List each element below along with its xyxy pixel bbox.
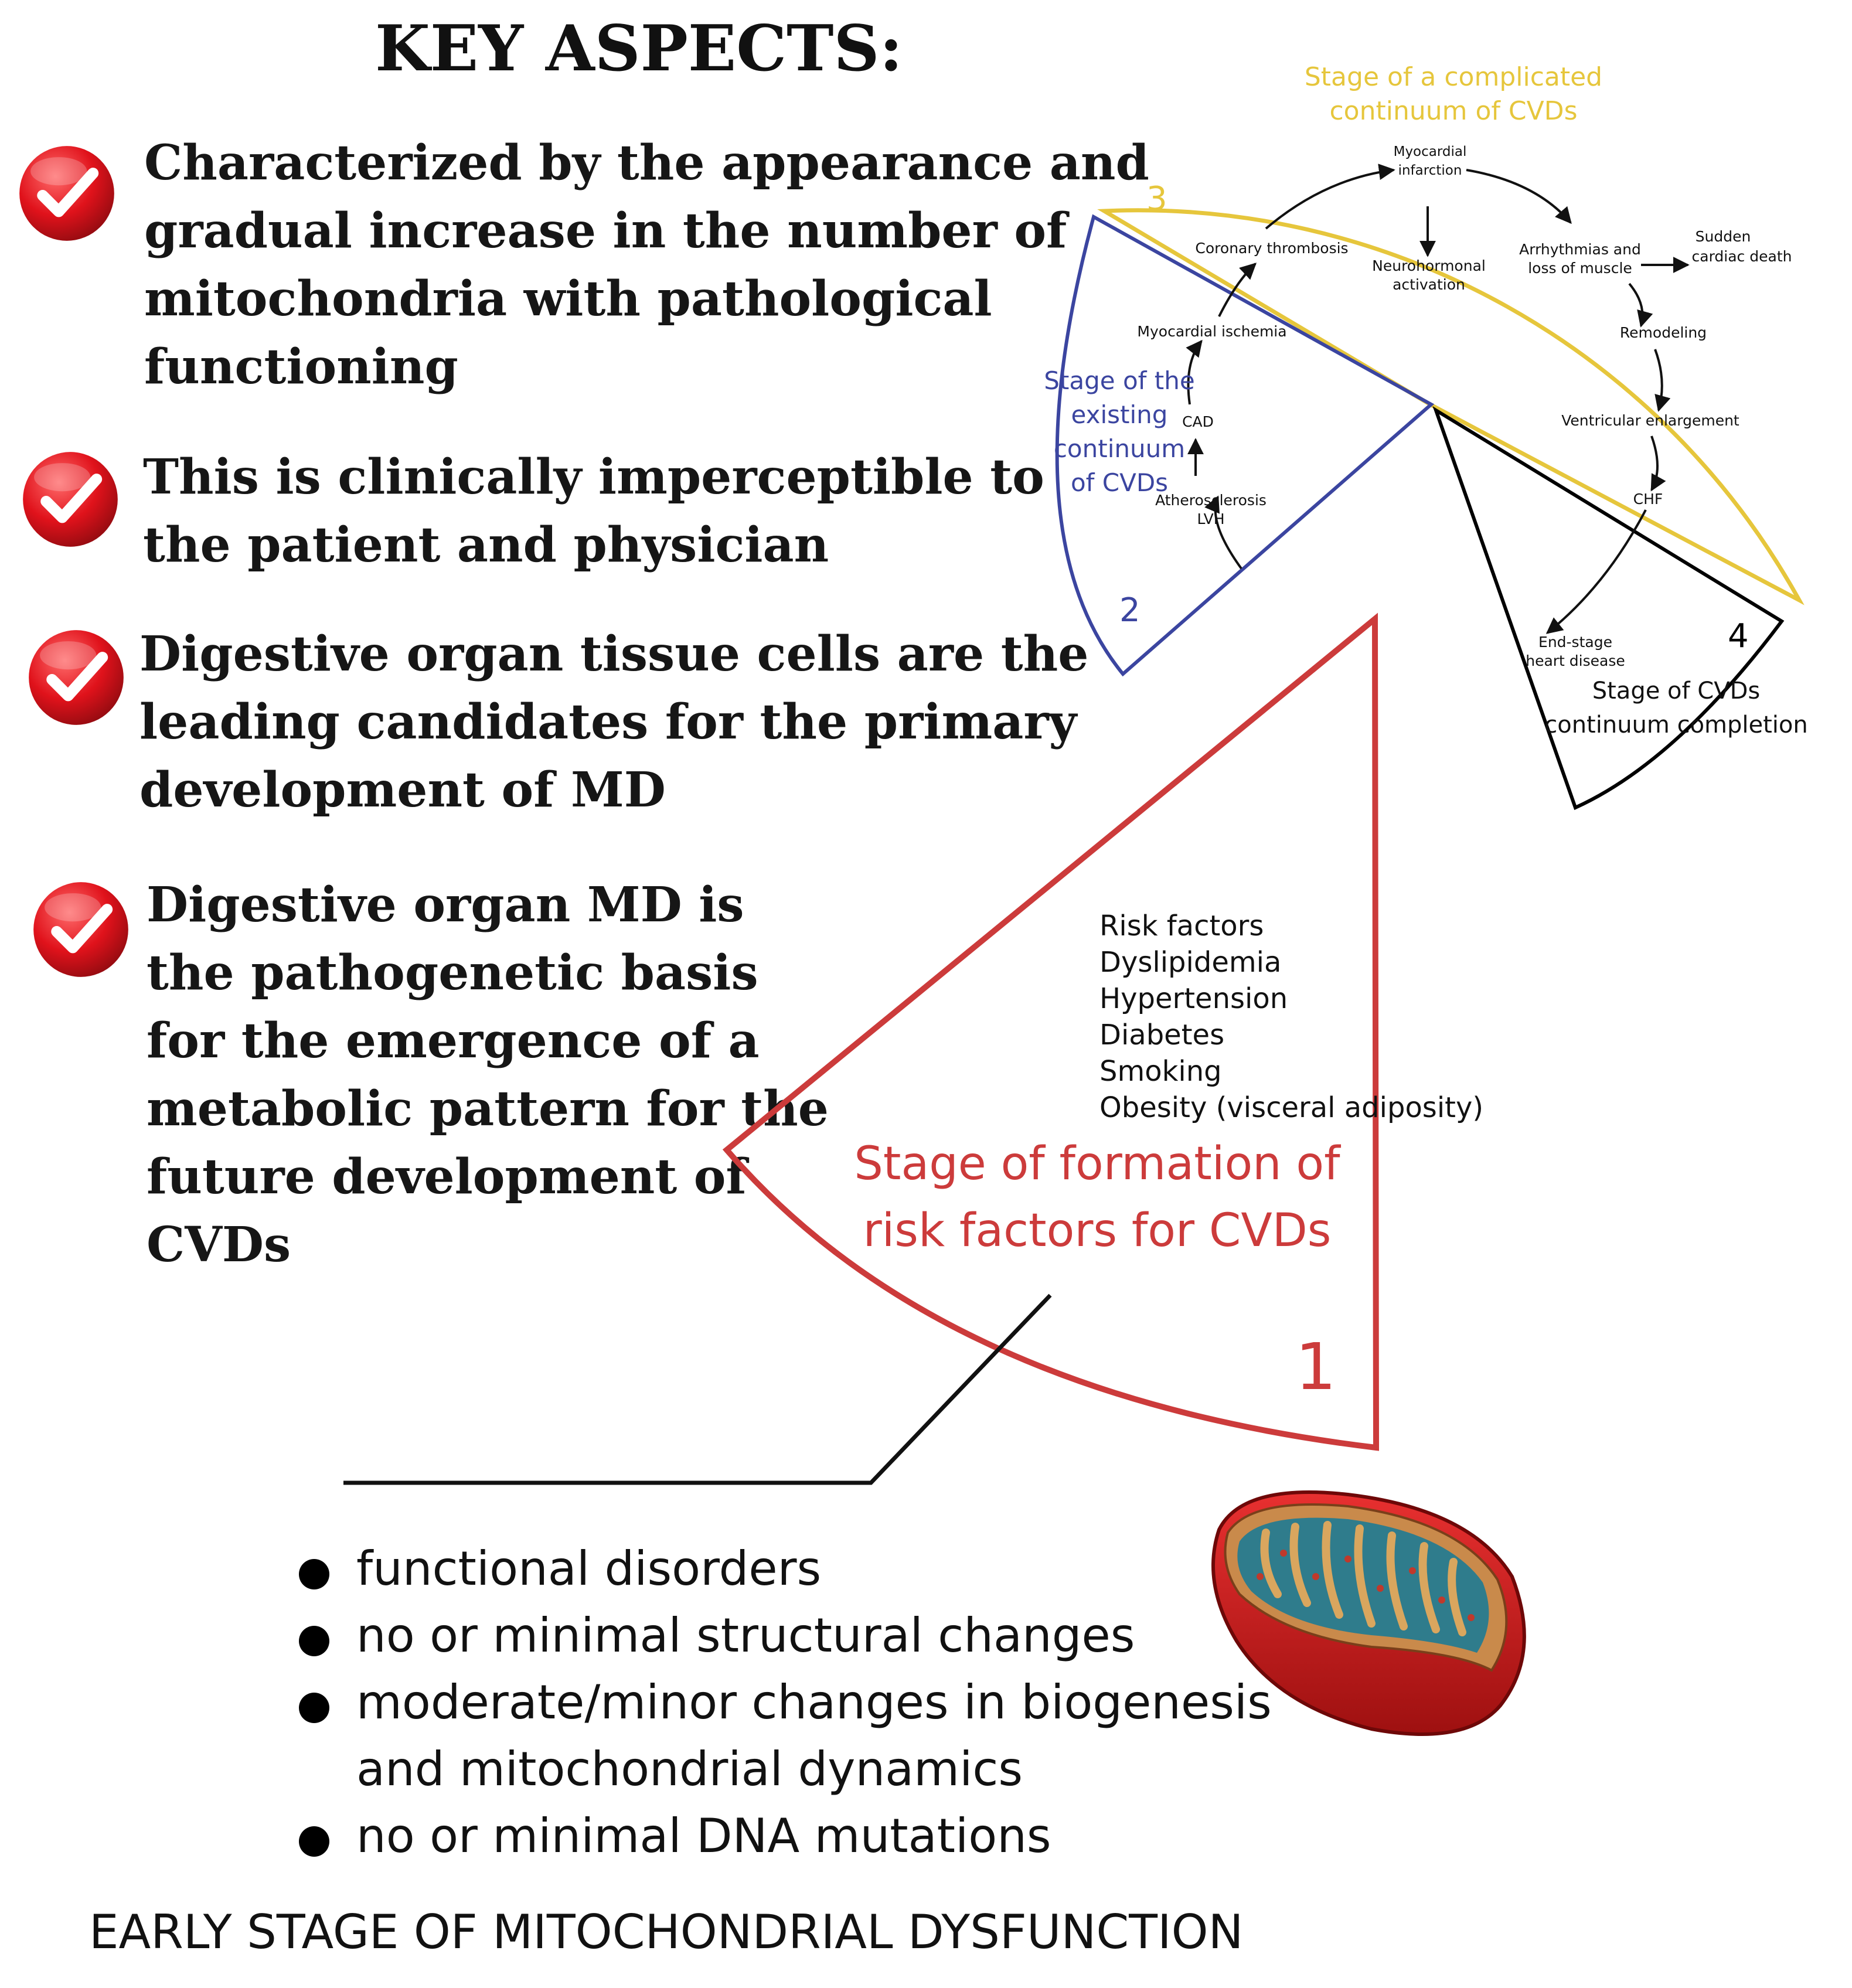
stage1-sector: [722, 612, 1380, 1451]
node-remodeling: Remodeling: [1620, 324, 1707, 341]
aspect-line: leading candidates for the primary: [139, 694, 1077, 750]
node-sudden-cardiac-death: Sudden: [1696, 228, 1751, 245]
stage1-number: 1: [1295, 1329, 1336, 1404]
key-aspect: This is clinically imperceptible to the …: [143, 443, 1044, 579]
feature-item: functional disorders: [293, 1536, 1272, 1602]
check-circle-icon: [29, 630, 124, 725]
node-neurohormonal-activation: activation: [1393, 276, 1465, 293]
aspect-line: the pathogenetic basis: [147, 945, 758, 1001]
feature-item: moderate/minor changes in biogenesis: [293, 1669, 1272, 1736]
aspect-line: gradual increase in the number of: [144, 203, 1067, 259]
node-atherosclerosis: LVH: [1197, 510, 1224, 527]
bullet-icon: [299, 1626, 329, 1656]
node-cad: CAD: [1182, 413, 1214, 430]
feature-item: no or minimal DNA mutations: [293, 1803, 1272, 1870]
node-atherosclerosis: Atherosclerosis: [1155, 492, 1267, 509]
bullet-icon: [299, 1826, 329, 1857]
stage3-sector: [1097, 208, 1805, 605]
key-aspect: Digestive organ MD is the pathogenetic b…: [147, 871, 829, 1279]
feature-item: no or minimal structural changes: [293, 1602, 1272, 1669]
node-myocardial-infarction: Myocardial: [1394, 144, 1467, 159]
key-aspect: Digestive organ tissue cells are the lea…: [139, 620, 1088, 824]
node-end-stage-heart-disease: heart disease: [1526, 652, 1625, 669]
stage3-number: 3: [1146, 180, 1167, 218]
aspect-line: Digestive organ tissue cells are the: [139, 626, 1089, 682]
node-sudden-cardiac-death: cardiac death: [1692, 248, 1792, 265]
risk-factor-item: Obesity (visceral adiposity): [1099, 1091, 1483, 1124]
risk-factor-item: Diabetes: [1099, 1019, 1224, 1051]
risk-factor-item: Dyslipidemia: [1099, 946, 1281, 979]
node-coronary-thrombosis: Coronary thrombosis: [1195, 240, 1348, 257]
stage2-title: continuum: [1054, 434, 1185, 463]
stage2-number: 2: [1119, 591, 1141, 629]
aspect-line: This is clinically imperceptible to: [143, 449, 1044, 505]
stage4-title: continuum completion: [1544, 712, 1808, 738]
aspect-line: future development of: [147, 1149, 747, 1205]
node-ventricular-enlargement: Ventricular enlargement: [1561, 412, 1739, 429]
page-title: KEY ASPECTS:: [375, 12, 903, 86]
stage4-sector: [1432, 406, 1785, 811]
risk-factor-label: Risk factors: [1099, 910, 1264, 942]
stage4-title: Stage of CVDs: [1592, 678, 1761, 704]
risk-factor-item: Smoking: [1099, 1055, 1222, 1088]
node-arrhythmias: Arrhythmias and: [1519, 241, 1641, 258]
node-chf: CHF: [1633, 491, 1663, 508]
aspect-line: Digestive organ MD is: [147, 877, 744, 933]
mitochondrion-icon: [1211, 1490, 1526, 1736]
aspect-line: Characterized by the appearance and: [144, 135, 1149, 191]
check-circle-icon: [33, 882, 128, 977]
node-end-stage-heart-disease: End-stage: [1538, 634, 1612, 651]
node-arrhythmias: loss of muscle: [1528, 260, 1632, 277]
stage2-title: Stage of the: [1044, 366, 1194, 395]
stage4-number: 4: [1728, 617, 1749, 655]
node-neurohormonal-activation: Neurohormonal: [1372, 257, 1486, 274]
callout-line: [343, 1293, 1052, 1485]
stage1-title: Stage of formation of: [854, 1138, 1341, 1190]
stage2-sector: [1055, 214, 1435, 677]
check-circle-icon: [19, 146, 114, 241]
aspect-line: functioning: [144, 339, 458, 395]
aspect-line: CVDs: [147, 1217, 291, 1273]
aspect-line: development of MD: [139, 762, 666, 818]
aspect-line: metabolic pattern for the: [147, 1081, 829, 1137]
aspect-line: mitochondria with pathological: [144, 271, 992, 327]
key-aspect: Characterized by the appearance and grad…: [144, 129, 1149, 401]
feature-item-continued: and mitochondrial dynamics: [356, 1742, 1023, 1796]
node-myocardial-infarction: infarction: [1398, 163, 1462, 178]
stage1-title: risk factors for CVDs: [863, 1204, 1332, 1257]
stage2-title: existing: [1071, 400, 1168, 429]
aspect-line: the patient and physician: [143, 517, 829, 573]
risk-factor-item: Hypertension: [1099, 982, 1288, 1015]
bullet-icon: [299, 1559, 329, 1589]
stage3-title: continuum of CVDs: [1329, 96, 1577, 126]
node-myocardial-ischemia: Myocardial ischemia: [1137, 323, 1286, 340]
stage3-title: Stage of a complicated: [1305, 62, 1602, 92]
check-circle-icon: [23, 452, 118, 547]
aspect-line: for the emergence of a: [147, 1013, 760, 1069]
footer-caption: EARLY STAGE OF MITOCHONDRIAL DYSFUNCTION: [89, 1905, 1244, 1959]
bullet-icon: [299, 1693, 329, 1723]
early-stage-features: functional disorders no or minimal struc…: [293, 1536, 1272, 1870]
stage2-title: of CVDs: [1071, 468, 1168, 497]
